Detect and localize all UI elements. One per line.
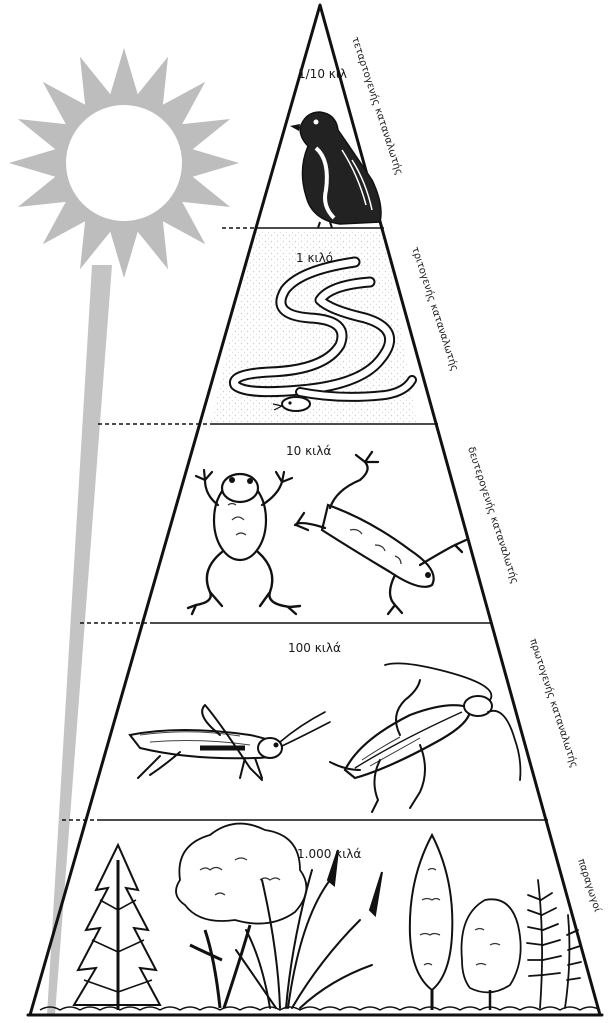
side-label-1: τεταρτογενής καταναλωτής — [349, 35, 405, 176]
frog-icon — [295, 452, 466, 614]
cypress-tree-icon — [410, 835, 453, 1010]
side-label-5: παραγωγοί — [575, 857, 604, 914]
shrub-icon — [176, 824, 306, 1008]
side-label-4: πρωτογενής καταναλωτής — [527, 637, 580, 769]
bush-icon — [461, 899, 520, 1010]
ground-line — [40, 1007, 600, 1010]
amount-label-4: 100 κιλά — [288, 641, 341, 655]
beetle-icon — [330, 663, 520, 812]
grasshopper-icon — [130, 705, 330, 780]
amount-label-3: 10 κιλά — [286, 444, 331, 458]
amount-label-1: 1/10 κιλ — [298, 67, 347, 81]
amount-label-5: 1.000 κιλά — [297, 847, 361, 861]
frog-icon — [188, 470, 300, 614]
sun-icon — [9, 48, 239, 278]
fern-icon — [527, 880, 581, 1008]
bird-icon — [290, 112, 381, 228]
pine-tree-icon — [74, 845, 160, 1010]
